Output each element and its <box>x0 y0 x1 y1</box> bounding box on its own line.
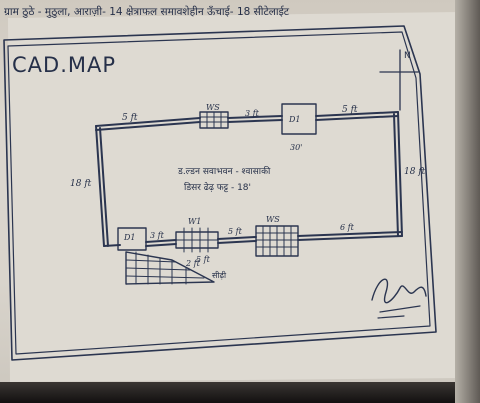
wall-top-right <box>315 111 399 117</box>
wall-bottom-a-inner <box>145 243 177 247</box>
wall-top-mid <box>227 115 283 119</box>
window-bottom-1 <box>175 227 219 253</box>
wall-bottom-b <box>217 236 257 240</box>
door-top <box>281 103 317 135</box>
compass-icon: N <box>379 49 419 111</box>
wall-bottom-a <box>145 239 177 243</box>
compass-north-label: N <box>404 51 411 61</box>
staircase <box>125 251 215 285</box>
window-bottom-2-label: WS <box>266 215 280 224</box>
right-shadow <box>455 0 480 403</box>
wall-bottom-b-inner <box>217 240 257 244</box>
wall-top-left <box>95 117 201 127</box>
dim-bottom-mid-2: 5 ft <box>196 255 211 264</box>
table-shadow <box>0 382 480 403</box>
window-bottom-1-label: W1 <box>188 217 201 226</box>
outer-border <box>3 25 437 361</box>
dim-bottom-mid-1: 5 ft <box>228 227 243 236</box>
door-bottom-label: D1 <box>123 233 136 242</box>
dim-left-side: 18 ft <box>70 179 92 189</box>
stair-note: सीढ़ी <box>212 270 227 280</box>
paper-sheet <box>8 12 462 382</box>
outer-border-inner <box>7 31 431 355</box>
dim-bottom-left: 3 ft <box>150 231 165 240</box>
window-top <box>199 111 229 129</box>
wall-bottom-c-inner <box>297 235 403 241</box>
map-title: CAD.MAP <box>12 53 116 77</box>
wall-left-inner <box>99 127 109 247</box>
wall-top-left-inner <box>95 121 201 131</box>
dim-right-side: 18 ft <box>404 167 426 177</box>
wall-right <box>397 111 403 237</box>
wall-top-mid-inner <box>227 119 283 123</box>
dim-bottom-right: 6 ft <box>340 223 355 232</box>
wall-left <box>95 125 105 247</box>
window-top-label: WS <box>206 103 220 112</box>
door-gap-label: 30' <box>290 143 302 152</box>
wall-bottom-c <box>297 231 403 237</box>
dim-top-mid: 3 ft <box>245 109 260 118</box>
door-top-label: D1 <box>288 115 301 124</box>
room-note-line-1: ड.ल्डन सवाभवन - श्वासाकी <box>177 165 271 177</box>
signature <box>371 278 427 319</box>
dim-top-left: 5 ft <box>122 113 138 123</box>
window-bottom-2 <box>255 225 299 257</box>
stair-width-label: 2 ft <box>185 259 201 268</box>
room-note-line-2: डिसर ढेढ़ फट्ट - 18' <box>184 181 251 193</box>
door-bottom <box>117 227 147 251</box>
wall-right-inner <box>393 113 399 237</box>
header-text: ग्राम ठुठे - मुठुला, आराज़ी- 14 क्षेत्रा… <box>4 5 290 18</box>
wall-top-right-inner <box>315 115 399 121</box>
dim-top-right: 5 ft <box>342 105 358 115</box>
